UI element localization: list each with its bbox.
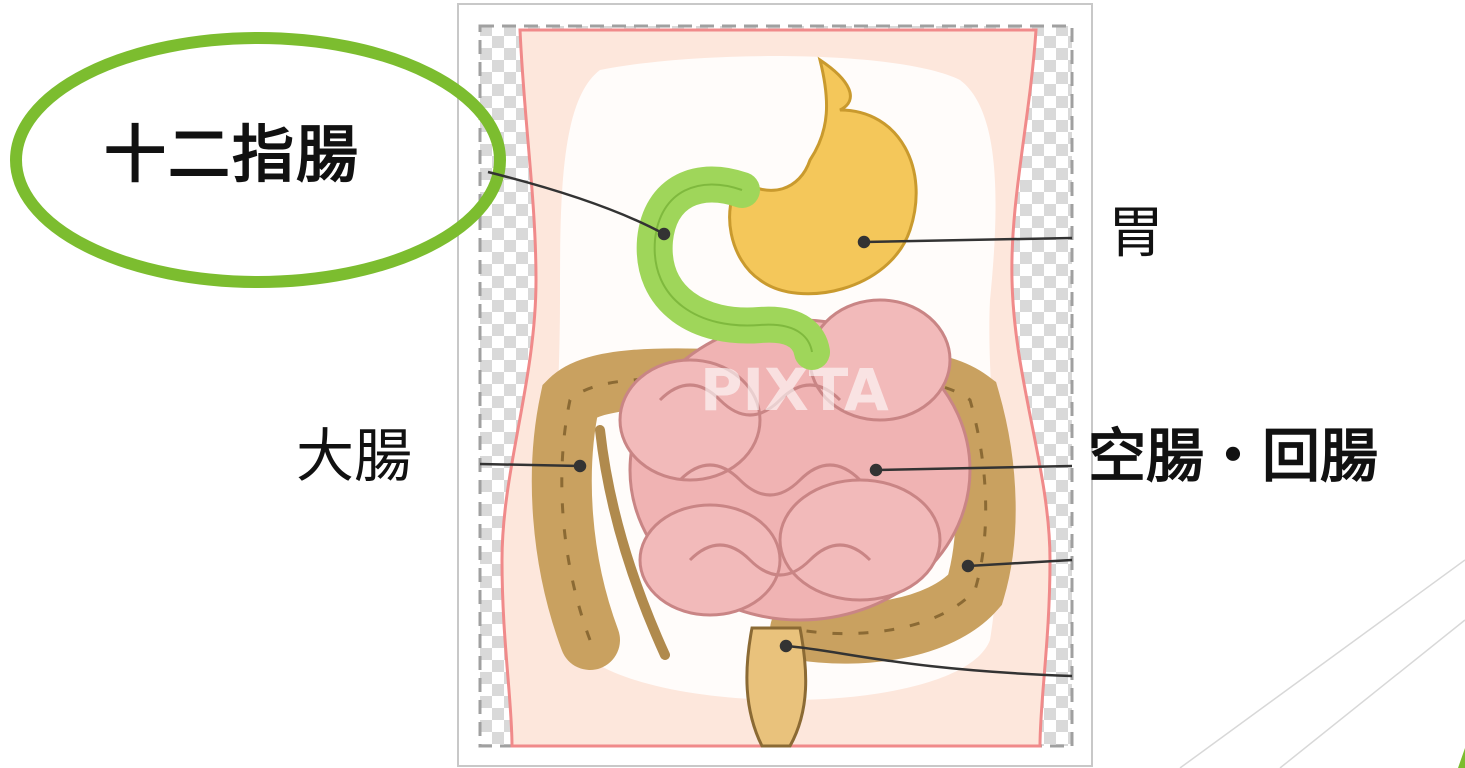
slide-corner-decoration — [1180, 560, 1465, 768]
label-duodenum: 十二指腸 — [104, 124, 360, 186]
label-small-intestine: 空腸・回腸 — [1088, 427, 1378, 485]
rectum — [747, 628, 806, 746]
label-large-intestine: 大腸 — [296, 427, 412, 485]
watermark: PIXTA — [700, 356, 889, 424]
label-stomach: 胃 — [1108, 206, 1164, 262]
